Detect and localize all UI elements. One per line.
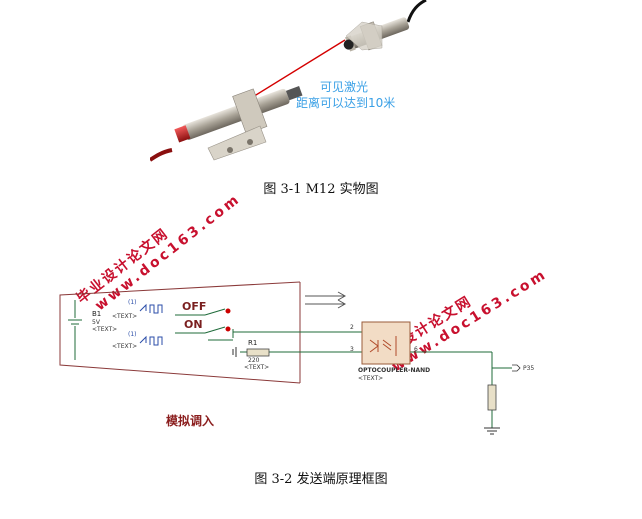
- battery-label: B1: [92, 310, 102, 318]
- switch-off-label: OFF: [182, 300, 207, 313]
- figure-3-2-caption: 图 3-2 发送端原理框图: [254, 472, 388, 487]
- module-label: 模拟调入: [166, 414, 215, 428]
- resistor-label: R1: [248, 339, 258, 347]
- optocoupler-text: <TEXT>: [358, 375, 384, 382]
- source-2-pin: (1): [128, 331, 137, 338]
- optocoupler-label: OPTOCOUPLER-NAND: [358, 367, 431, 374]
- output-terminal: [512, 364, 521, 372]
- ground-small: [232, 347, 237, 357]
- opto-pin-2: 2: [350, 324, 354, 331]
- sensor-photo: [148, 0, 440, 170]
- laser-annotation-line1: 可见激光: [320, 80, 369, 94]
- opto-pin-6: 6: [414, 346, 418, 353]
- resistor-value: 220: [248, 357, 260, 364]
- sensor-photo-graphic: [148, 0, 427, 162]
- switches: [175, 308, 234, 341]
- optocoupler: [361, 321, 411, 365]
- optocoupler-internals: [369, 336, 397, 356]
- source-1-text: <TEXT>: [112, 313, 138, 320]
- emission-arrows: [305, 291, 347, 309]
- pulldown-resistor: [487, 384, 497, 411]
- output-label: P35: [523, 365, 535, 372]
- battery-value: 5V: [92, 319, 100, 326]
- battery-text: <TEXT>: [92, 326, 118, 333]
- laser-annotation-line2: 距离可以达到10米: [296, 96, 396, 110]
- source-2-text: <TEXT>: [112, 343, 138, 350]
- ground-symbol: [484, 427, 500, 435]
- figure-3-1-caption: 图 3-1 M12 实物图: [263, 182, 379, 197]
- wires: [233, 331, 512, 428]
- opto-pin-3: 3: [350, 346, 354, 353]
- resistor-text: <TEXT>: [244, 364, 270, 371]
- signal-sources: [139, 303, 163, 346]
- battery-symbol: [68, 300, 82, 360]
- source-1-pin: (1): [128, 299, 137, 306]
- switch-on-label: ON: [184, 318, 203, 331]
- resistor-r1: [246, 348, 270, 357]
